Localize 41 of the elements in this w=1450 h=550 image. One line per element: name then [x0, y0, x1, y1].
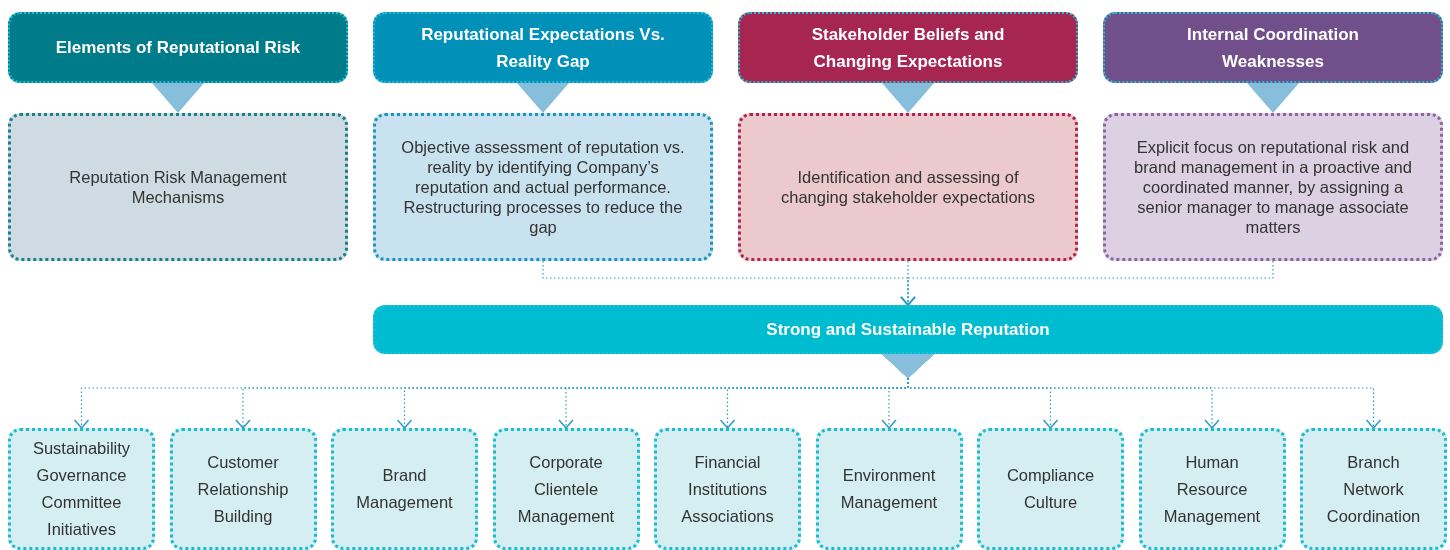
description-box	[8, 113, 348, 261]
pillar-box	[977, 428, 1124, 550]
node-text: Explicit focus on reputational risk and brand management in a proactive and coordinated manner, by assigning a senior manager to manage associate matters	[1133, 137, 1413, 237]
node-text: Strong and Sustainable Reputation	[766, 319, 1050, 341]
pillar-box	[654, 428, 801, 550]
node-text: Brand Management	[355, 465, 454, 513]
category-header	[1103, 12, 1443, 83]
pointer-triangle	[1247, 83, 1299, 113]
node-text: Human Resource Management	[1162, 451, 1262, 527]
node-text: Identification and assessing of changing stakeholder expectations	[779, 167, 1037, 207]
node-text: Objective assessment of reputation vs. reality by identifying Company’s reputation and actual performance. Restructuring processes to reduce the gap	[400, 137, 686, 237]
node-text: Elements of Reputational Risk	[55, 37, 301, 59]
node-text: Sustainability Governance Committee Initiatives	[31, 438, 132, 540]
category-header	[8, 12, 348, 83]
node-text: Environment Management	[839, 465, 939, 513]
pillar-box	[8, 428, 155, 550]
outcome-banner	[373, 305, 1443, 354]
pillar-box	[492, 428, 640, 550]
connector-arrow	[900, 260, 1274, 306]
node-text: Customer Relationship Building	[196, 451, 290, 527]
category-header	[738, 12, 1078, 83]
description-box	[373, 113, 713, 261]
pillar-box	[331, 428, 478, 550]
node-text: Stakeholder Beliefs and Changing Expectations	[810, 23, 1006, 73]
category-header	[373, 12, 713, 83]
description-box	[1103, 113, 1443, 261]
node-text: Branch Network Coordination	[1325, 451, 1422, 527]
pointer-triangle	[882, 83, 934, 113]
node-text: Reputational Expectations Vs. Reality Gap	[420, 23, 666, 73]
pointer-triangle	[152, 83, 204, 113]
pillar-box	[1300, 428, 1447, 550]
node-text: Financial Institutions Associations	[680, 451, 775, 527]
node-text: Reputation Risk Management Mechanisms	[68, 167, 288, 207]
pillar-box	[1138, 428, 1286, 550]
pillar-box	[169, 428, 317, 550]
node-text: Compliance Culture	[1005, 465, 1096, 513]
pillar-box	[815, 428, 963, 550]
pointer-triangle	[517, 83, 569, 113]
node-text: Internal Coordination Weaknesses	[1186, 23, 1360, 73]
description-box	[738, 113, 1078, 261]
node-text: Corporate Clientele Management	[516, 451, 616, 527]
